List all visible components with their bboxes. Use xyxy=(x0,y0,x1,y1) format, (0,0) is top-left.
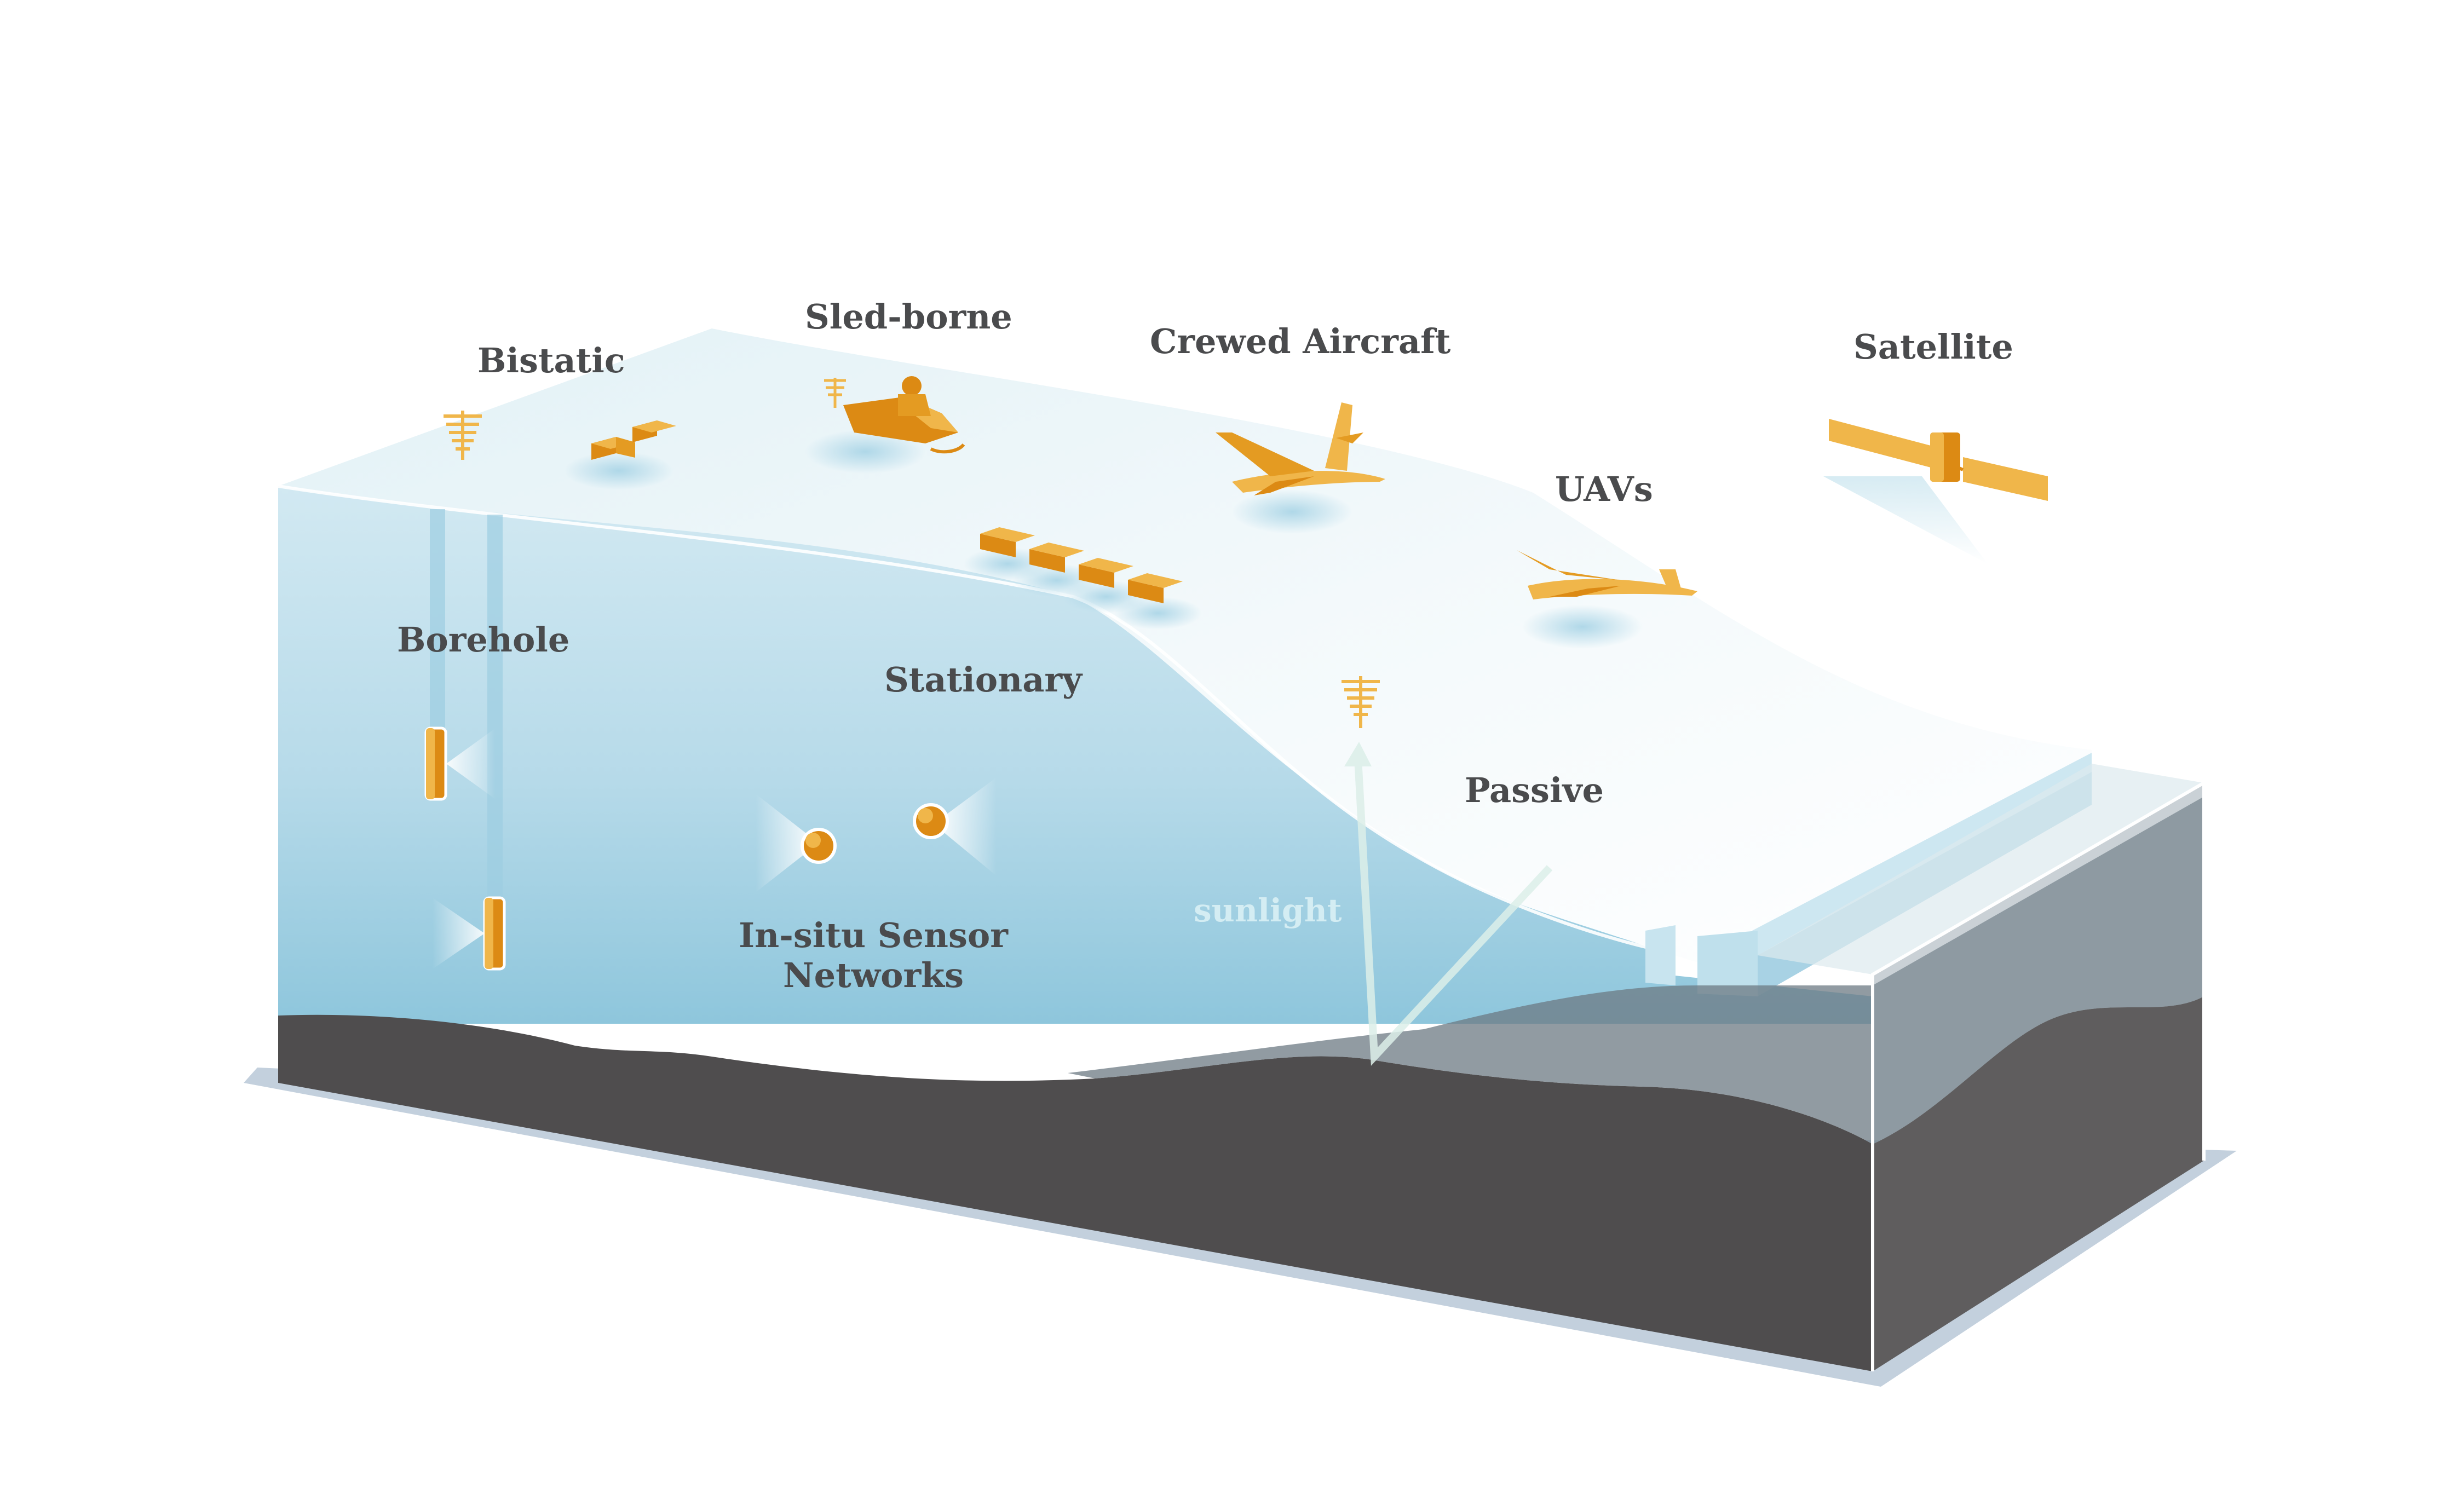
sensor-node-2 xyxy=(913,777,997,876)
sensor-node-1 xyxy=(756,794,837,892)
label-crewed-aircraft: Crewed Aircraft xyxy=(1150,321,1451,361)
label-sunlight: sunlight xyxy=(1194,892,1342,929)
label-sled-borne: Sled-borne xyxy=(805,297,1012,337)
borehole-probe-2 xyxy=(433,896,506,971)
passive-antenna-icon xyxy=(1342,676,1380,728)
borehole-probe-1 xyxy=(424,726,496,801)
ocean-front xyxy=(1068,985,1873,1144)
ice-shelf-small xyxy=(1645,925,1676,985)
bedrock-front xyxy=(278,1014,1873,1371)
label-borehole: Borehole xyxy=(397,620,569,660)
stationary-radar-box-icon xyxy=(980,527,1183,603)
bedrock-side xyxy=(1873,996,2204,1371)
ice-front-face xyxy=(278,485,1873,1024)
ice-shelf-side xyxy=(1697,931,1758,996)
label-bistatic: Bistatic xyxy=(477,341,625,380)
glow-sled xyxy=(805,430,925,474)
label-satellite: Satellite xyxy=(1853,327,2013,367)
label-in-situ-line2: Networks xyxy=(783,955,964,995)
bistatic-radar-box-icon xyxy=(591,420,676,460)
ice-front-ridge xyxy=(278,484,1671,954)
ocean-top xyxy=(1758,764,2204,974)
glow-bistatic xyxy=(564,452,673,490)
label-stationary: Stationary xyxy=(884,660,1083,700)
glow-uav xyxy=(1522,605,1643,649)
ice-top-surface xyxy=(278,328,2092,980)
satellite-icon xyxy=(1829,419,2048,501)
glow-station-4 xyxy=(1114,597,1202,630)
aircraft-icon xyxy=(1216,402,1385,495)
label-uavs: UAVs xyxy=(1555,469,1653,509)
label-passive: Passive xyxy=(1465,770,1604,810)
glow-aircraft xyxy=(1232,490,1352,534)
box-outline xyxy=(1871,780,2206,1371)
sunlight-ray xyxy=(1344,742,1553,1066)
bistatic-antenna-icon xyxy=(444,411,482,460)
ice-shelf-edge xyxy=(1752,753,2092,955)
ocean-side-water xyxy=(1873,797,2204,1144)
sled-icon xyxy=(824,376,965,454)
uav-icon xyxy=(1517,550,1697,599)
satellite-beam xyxy=(1823,476,1988,564)
label-in-situ-line1: In-situ Sensor xyxy=(739,915,1009,955)
